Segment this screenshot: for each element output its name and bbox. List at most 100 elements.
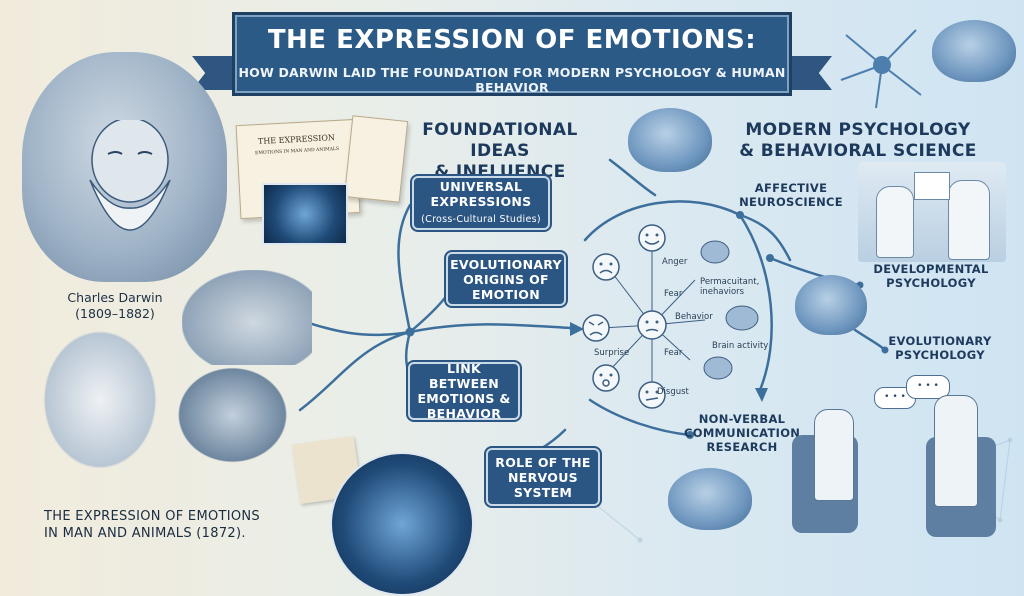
face-angry-icon — [582, 314, 610, 342]
book-title: THE EXPRESSION OF EMOTIONS IN MAN AND AN… — [44, 508, 304, 542]
idea-nervous-system: ROLE OF THE NERVOUS SYSTEM — [486, 448, 600, 506]
darwin-years: (1809–1882) — [75, 306, 155, 321]
main-title: THE EXPRESSION OF EMOTIONS: — [267, 25, 757, 55]
darwin-beard-illustration — [89, 120, 171, 231]
field-evolutionary-line2: PSYCHOLOGY — [895, 348, 985, 362]
face-neutral-icon — [637, 310, 667, 340]
wheel-label-surprise: Surprise — [594, 348, 630, 358]
node-arc-top — [736, 211, 744, 219]
face-disgust-icon — [638, 381, 666, 409]
researcher-left — [876, 186, 914, 258]
wheel-label-fear-2: Fear — [664, 348, 683, 358]
idea-link-line3: BEHAVIOR — [426, 406, 502, 421]
idea-link-emotions-behavior: LINK BETWEEN EMOTIONS & BEHAVIOR — [408, 361, 520, 421]
foundational-heading: FOUNDATIONAL IDEAS & INFLUENCE — [400, 120, 600, 183]
neuron-circle-bottom — [330, 452, 474, 596]
wheel-label-behavior: Behavior — [675, 312, 713, 322]
research-lab-illustration — [858, 162, 1006, 262]
foundational-heading-line1: FOUNDATIONAL IDEAS — [422, 120, 578, 161]
book-cover-line2: EMOTIONS IN MAN AND ANIMALS — [255, 146, 340, 157]
chimp-illustration — [175, 365, 290, 465]
book-title-line1: THE EXPRESSION OF EMOTIONS — [44, 509, 260, 524]
brain-mini-icon-3 — [703, 356, 733, 380]
connector-animals-to-hub — [298, 330, 412, 412]
face-sad-icon — [592, 253, 620, 281]
modern-heading: MODERN PSYCHOLOGY & BEHAVIORAL SCIENCE — [736, 120, 980, 162]
brain-illustration-right — [795, 275, 867, 335]
field-developmental-line1: DEVELOPMENTAL — [873, 262, 989, 276]
emotion-wheel — [582, 224, 759, 409]
person-left — [814, 409, 854, 501]
banner-body: THE EXPRESSION OF EMOTIONS: HOW DARWIN L… — [232, 12, 792, 96]
face-surprise-icon — [592, 364, 620, 392]
field-affective-neuroscience: AFFECTIVE NEUROSCIENCE — [736, 181, 846, 209]
brain-illustration-top-right — [932, 20, 1016, 82]
idea-link-line2: EMOTIONS & — [417, 391, 511, 406]
book-cover-line1: THE EXPRESSION — [257, 133, 336, 147]
connector-affective — [738, 213, 792, 262]
surprised-man-illustration — [30, 330, 170, 485]
wheel-label-permacuitant: Permacuitant, inehaviors — [700, 277, 759, 297]
open-book-illustration — [343, 115, 409, 203]
idea-nervous-line3: SYSTEM — [513, 484, 573, 500]
wheel-label-permacuitant-line1: Permacuitant, — [700, 277, 760, 287]
darwin-name-label: Charles Darwin (1809–1882) — [30, 290, 200, 322]
connector-hub-to-universal — [397, 203, 412, 334]
neuron-illustration-top-right — [840, 29, 922, 109]
node-hub — [405, 327, 415, 337]
connector-wheel-arc-top — [583, 200, 742, 242]
field-developmental-psychology: DEVELOPMENTAL PSYCHOLOGY — [866, 262, 996, 290]
connector-wheel-arc-right — [738, 213, 773, 392]
idea-universal-line1: UNIVERSAL — [439, 179, 523, 194]
connector-hub-to-wheel — [408, 323, 572, 334]
field-nonverbal-line1: NON-VERBAL — [698, 412, 786, 426]
field-affective-line2: NEUROSCIENCE — [739, 195, 843, 209]
modern-heading-line2: & BEHAVIORAL SCIENCE — [739, 141, 977, 161]
darwin-name: Charles Darwin — [67, 290, 163, 305]
connector-top-arc — [608, 158, 657, 197]
connector-nonverbal — [588, 398, 692, 437]
idea-evolutionary-line1: EVOLUTIONARY — [450, 256, 562, 272]
node-nonverbal — [686, 431, 694, 439]
subtitle: HOW DARWIN LAID THE FOUNDATION FOR MODER… — [238, 65, 786, 95]
field-evolutionary-psychology: EVOLUTIONARY PSYCHOLOGY — [880, 334, 1000, 362]
conversation-scene: • • • • • • — [788, 375, 1000, 545]
field-affective-line1: AFFECTIVE — [754, 181, 828, 195]
idea-universal-line2: EXPRESSIONS — [430, 194, 532, 209]
brain-mini-icon-2 — [725, 305, 759, 331]
arrowhead-to-nonverbal — [755, 388, 768, 402]
idea-universal-expressions: UNIVERSAL EXPRESSIONS (Cross-Cultural St… — [412, 176, 550, 230]
brain-illustration-center — [628, 108, 712, 172]
book-title-line2: IN MAN AND ANIMALS (1872). — [44, 526, 246, 541]
idea-evolutionary-line2: ORIGINS OF — [463, 271, 549, 287]
wheel-label-fear-1: Fear — [664, 289, 683, 299]
node-evolutionary — [881, 346, 889, 354]
title-banner: THE EXPRESSION OF EMOTIONS: HOW DARWIN L… — [192, 12, 832, 96]
idea-universal-small: (Cross-Cultural Studies) — [421, 214, 541, 225]
brain-illustration-bottom — [668, 468, 752, 530]
field-nonverbal-line3: RESEARCH — [706, 440, 778, 454]
neuron-image-top — [262, 183, 348, 245]
modern-heading-line1: MODERN PSYCHOLOGY — [745, 120, 971, 140]
idea-nervous-line2: NERVOUS — [508, 469, 578, 485]
wheel-label-brain-activity: Brain activity — [712, 341, 769, 351]
field-evolutionary-line1: EVOLUTIONARY — [888, 334, 992, 348]
field-developmental-line2: PSYCHOLOGY — [886, 276, 976, 290]
brain-mini-icon-1 — [700, 240, 730, 264]
face-happy-icon — [638, 224, 666, 252]
wheel-label-anger: Anger — [662, 257, 688, 267]
wheel-label-permacuitant-line2: inehaviors — [700, 287, 745, 297]
field-nonverbal-line2: COMMUNICATION — [684, 426, 801, 440]
node-arc-right — [766, 254, 774, 262]
arrowhead-to-wheel — [570, 322, 584, 336]
chart-board — [914, 172, 950, 200]
wolf-illustration — [182, 270, 312, 365]
idea-evolutionary-origins: EVOLUTIONARY ORIGINS OF EMOTION — [446, 252, 566, 306]
idea-evolutionary-line3: EMOTION — [472, 286, 540, 302]
idea-nervous-line1: ROLE OF THE — [495, 454, 591, 470]
wheel-label-disgust: Disgust — [657, 387, 689, 397]
field-nonverbal-communication: NON-VERBAL COMMUNICATION RESEARCH — [684, 412, 800, 454]
idea-link-line1: LINK BETWEEN — [428, 361, 500, 391]
researcher-right — [948, 180, 990, 260]
person-right — [934, 395, 978, 507]
